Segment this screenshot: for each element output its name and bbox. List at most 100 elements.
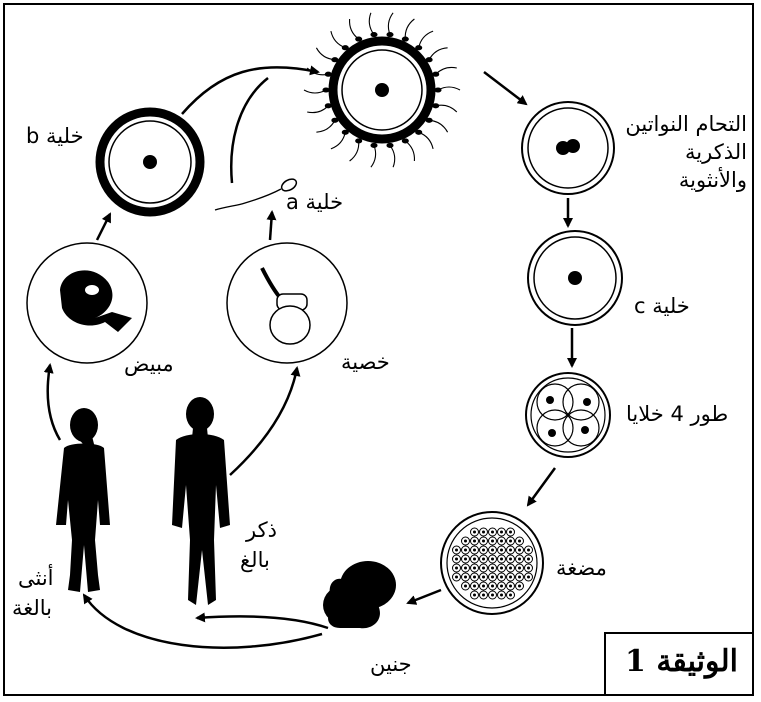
sperm-head [332, 58, 338, 62]
morula-cell-nucleus [455, 567, 458, 570]
morula [441, 512, 543, 614]
morula-cell-nucleus [482, 540, 485, 543]
label-adult-male-1: ذكر [246, 518, 277, 542]
sperm-head [356, 139, 362, 143]
label-morula: مضغة [556, 556, 607, 580]
sperm-head [325, 104, 331, 108]
morula-cell-nucleus [482, 567, 485, 570]
morula-cell-nucleus [491, 585, 494, 588]
morula-cell-nucleus [500, 567, 503, 570]
morula-cell-nucleus [473, 567, 476, 570]
sperm-head [342, 46, 348, 50]
adult-female-silhouette [56, 408, 110, 592]
sperm-head [323, 88, 329, 92]
label-cell-a: خلية a [286, 190, 343, 214]
morula-cell-nucleus [464, 549, 467, 552]
morula-cell-nucleus [500, 594, 503, 597]
morula-cell-nucleus [491, 558, 494, 561]
morula-cell-nucleus [482, 531, 485, 534]
morula-cell-nucleus [482, 549, 485, 552]
sperm-tail [350, 141, 359, 161]
morula-cell-nucleus [518, 558, 521, 561]
morula-cell-nucleus [509, 540, 512, 543]
morula-cell-nucleus [527, 567, 530, 570]
label-testis: خصية [341, 350, 390, 374]
sperm-head [387, 33, 393, 37]
morula-cell-nucleus [482, 576, 485, 579]
morula-cell-nucleus [518, 567, 521, 570]
label-fusion-1: التحام النواتين [625, 112, 747, 136]
sperm-head [387, 143, 393, 147]
morula-cell-nucleus [518, 576, 521, 579]
label-cell-b: خلية b [26, 124, 84, 148]
morula-cell-nucleus [500, 531, 503, 534]
morula-cell-nucleus [509, 576, 512, 579]
sperm-tail [405, 19, 414, 39]
zygote-fused-nuclei [522, 102, 614, 194]
sperm-head [416, 46, 422, 50]
label-adult-male-2: بالغ [240, 548, 270, 572]
ovary-view [27, 243, 147, 363]
sperm-tail [371, 145, 376, 167]
morula-cell-nucleus [455, 549, 458, 552]
morula-cell-nucleus [500, 549, 503, 552]
morula-cell-nucleus [464, 585, 467, 588]
sperm-tail [388, 13, 393, 35]
sperm-tail [350, 19, 359, 39]
morula-cell-nucleus [491, 567, 494, 570]
morula-cell-nucleus [527, 549, 530, 552]
label-ovary: مبيض [124, 352, 174, 376]
morula-cell-nucleus [518, 585, 521, 588]
morula-cell-nucleus [509, 549, 512, 552]
morula-cell-nucleus [464, 558, 467, 561]
morula-cell-nucleus [527, 558, 530, 561]
morula-cell-nucleus [509, 558, 512, 561]
morula-cell-nucleus [491, 540, 494, 543]
sperm-head [332, 118, 338, 122]
sperm-tail [405, 141, 414, 161]
sperm-head [416, 130, 422, 134]
morula-cell-nucleus [473, 549, 476, 552]
sperm-head [426, 118, 432, 122]
morula-cell-nucleus [509, 585, 512, 588]
cell-b-ovum [100, 112, 200, 212]
label-fusion-3: والأنثوية [679, 168, 747, 192]
testis-view [227, 243, 347, 363]
morula-cell-nucleus [500, 558, 503, 561]
morula-cell-nucleus [509, 531, 512, 534]
four-cell-stage [526, 373, 610, 457]
sperm-head [433, 72, 439, 76]
morula-cell-nucleus [455, 576, 458, 579]
morula-cell-nucleus [518, 540, 521, 543]
morula-cell-nucleus [482, 594, 485, 597]
morula-cell-nucleus [500, 540, 503, 543]
sperm-tail [419, 132, 433, 149]
sperm-tail [390, 145, 395, 167]
morula-cell-nucleus [527, 576, 530, 579]
sperm-head [402, 139, 408, 143]
sperm-head [433, 104, 439, 108]
cell-c [528, 231, 622, 325]
sperm-head [435, 88, 441, 92]
morula-cell-nucleus [491, 576, 494, 579]
sperm-tail [331, 31, 345, 48]
adult-male-silhouette [172, 397, 230, 605]
label-fusion-2: الذكرية [685, 140, 747, 164]
morula-cell-nucleus [509, 594, 512, 597]
morula-cell-nucleus [482, 585, 485, 588]
sperm-head [356, 37, 362, 41]
morula-cell-nucleus [491, 594, 494, 597]
sperm-head [325, 72, 331, 76]
label-cell-c: خلية c [634, 294, 690, 318]
sperm-tail [419, 31, 433, 48]
label-embryo: جنين [370, 652, 412, 676]
morula-cell-nucleus [473, 585, 476, 588]
embryo [323, 561, 396, 628]
fertilization-ovum [333, 41, 431, 139]
morula-cell-nucleus [491, 531, 494, 534]
sperm-head [342, 130, 348, 134]
morula-cell-nucleus [518, 549, 521, 552]
morula-cell-nucleus [464, 540, 467, 543]
label-four-cell: طور 4 خلايا [626, 402, 728, 426]
